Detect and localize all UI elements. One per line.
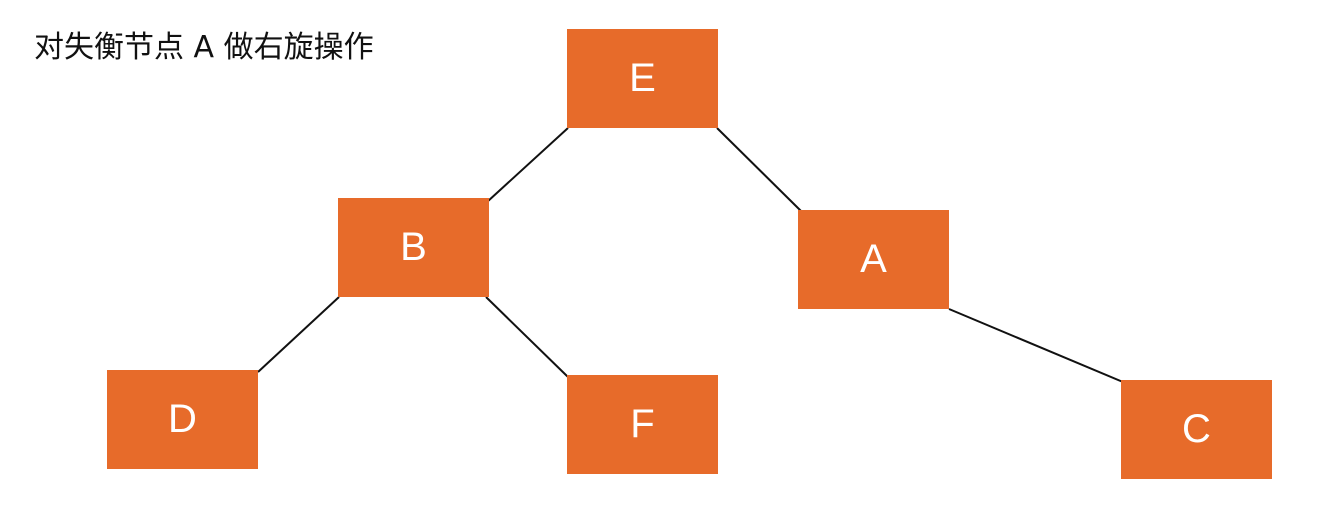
node-d-label: D xyxy=(168,397,197,441)
node-a-label: A xyxy=(860,237,887,281)
node-b-label: B xyxy=(400,225,427,269)
node-b: B xyxy=(338,198,489,297)
edge-a-c xyxy=(948,308,1124,383)
edge-b-f xyxy=(485,296,569,378)
node-f: F xyxy=(567,375,718,474)
edge-b-d xyxy=(257,296,340,373)
node-f-label: F xyxy=(630,402,655,446)
edge-e-a xyxy=(716,127,802,212)
node-a: A xyxy=(798,210,949,309)
edge-e-b xyxy=(486,127,569,203)
node-e-label: E xyxy=(629,56,656,100)
node-d: D xyxy=(107,370,258,469)
diagram-title: 对失衡节点 A 做右旋操作 xyxy=(34,30,374,65)
node-c-label: C xyxy=(1182,407,1211,451)
node-c: C xyxy=(1121,380,1272,479)
node-e: E xyxy=(567,29,718,128)
